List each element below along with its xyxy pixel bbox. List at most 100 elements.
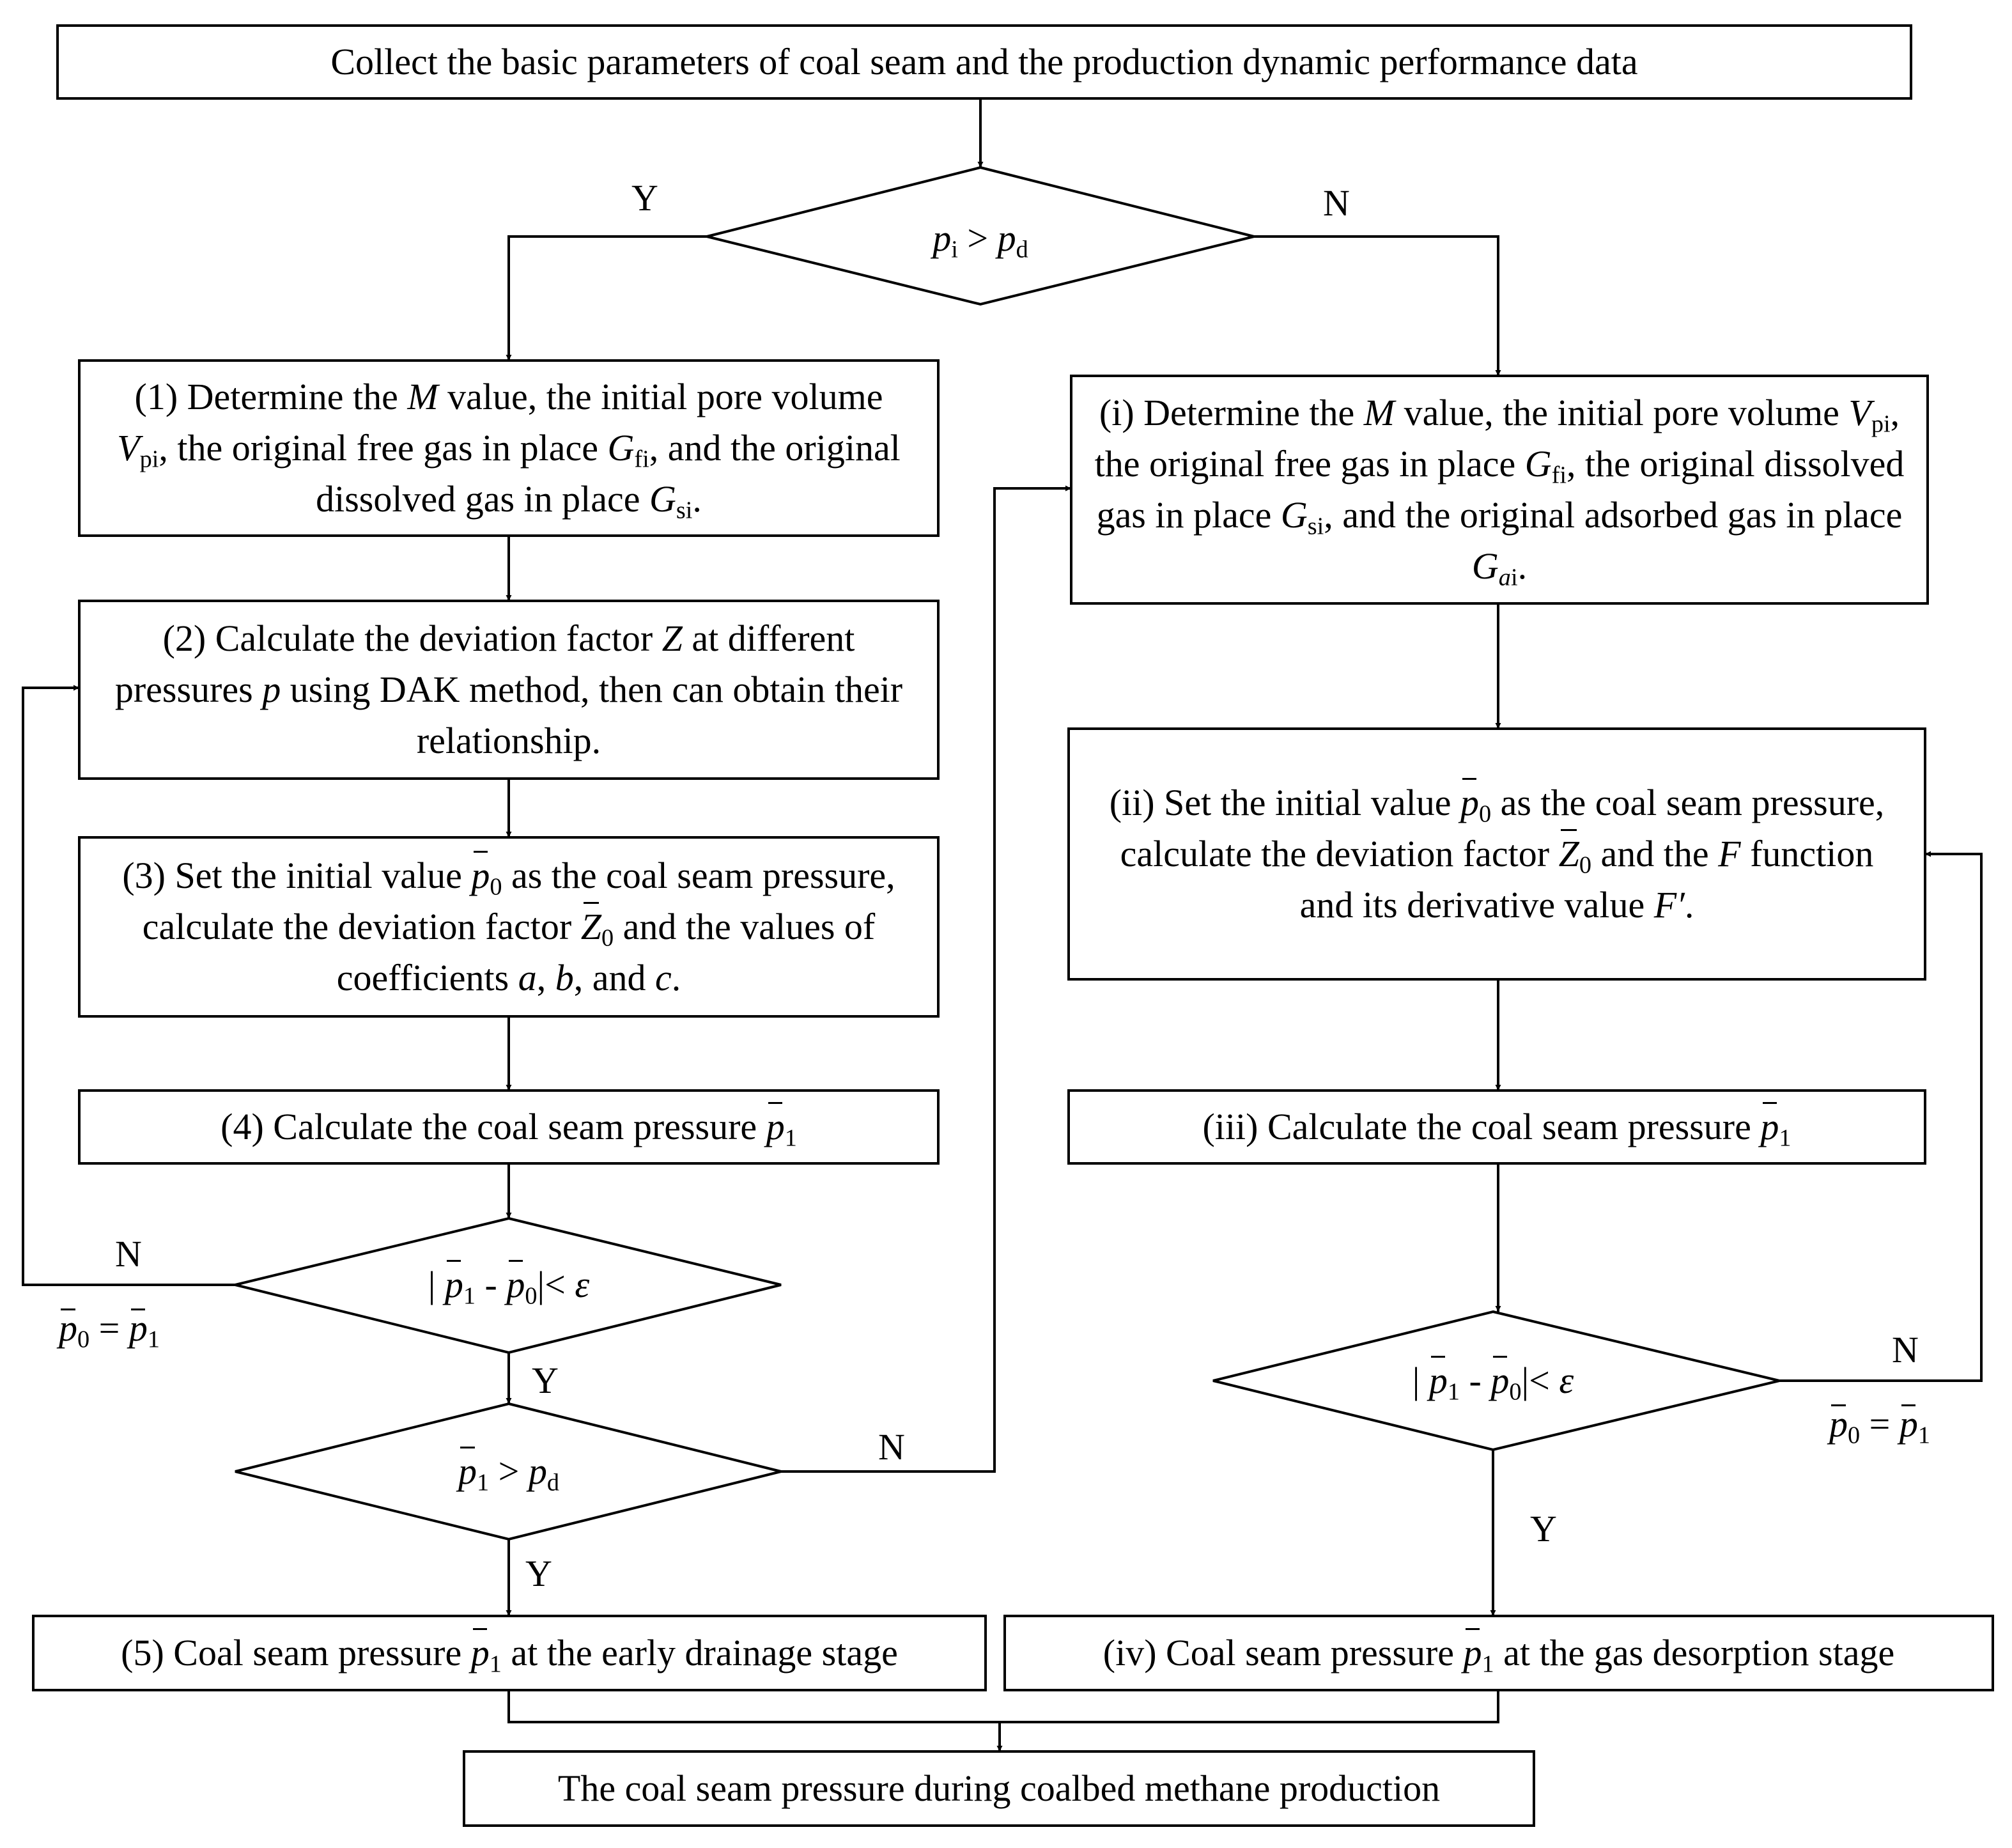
label-right-conv-no: N [1892,1329,1919,1370]
lk-pd-sub: d [546,1469,559,1496]
label-left-conv-no: N [115,1233,142,1275]
ls1-V: V [117,427,140,469]
ls1-e: . [692,478,702,520]
rc-eps: ε [1559,1360,1574,1401]
lr-b: at the early drainage stage [501,1632,898,1673]
ls2-a: (2) Calculate the deviation factor [162,617,662,659]
ra-eq: = [1860,1403,1900,1445]
label-main-yes: Y [631,177,658,219]
ls3-pbar-sub: 0 [490,873,502,901]
left-step3-box: (3) Set the initial value p0 as the coal… [79,837,938,1016]
ls3-b: as the coal seam pressure, calculate the… [142,855,895,947]
left-step2-box: (2) Calculate the deviation factor Z at … [79,601,938,779]
rc-bar: | [1412,1360,1420,1401]
lc-minus: - [476,1264,507,1305]
left-result-shape [32,1615,987,1691]
rs3-pbar-sub: 1 [1779,1124,1791,1152]
rs2-d: function and its derivative value [1299,833,1874,926]
ls1-M: M [407,376,438,417]
rs1-e: , and the original adsorbed gas in place [1324,494,1903,536]
ra-p0-sub: 0 [1848,1422,1861,1449]
edge-left-result-merge [507,1690,1499,1723]
rs2-Fp: F′ [1653,884,1685,926]
lc-p1-sub: 1 [463,1282,476,1310]
left-step4-box: (4) Calculate the coal seam pressure p1 [79,1091,938,1163]
ls4-pbar-sub: 1 [784,1124,797,1152]
label-left-check-no: N [878,1426,905,1468]
dm-lhs: p [932,217,952,259]
left-step1-box: (1) Determine the M value, the initial p… [79,361,938,536]
la-p1-sub: 1 [147,1326,160,1353]
ra-p1-sub: 1 [1917,1422,1930,1449]
dm-op: > [967,217,989,259]
ls2-b: at different pressures [114,617,855,710]
label-main-no: N [1323,182,1350,224]
rs2-e: . [1684,884,1694,926]
ls2-Z: Z [662,617,683,659]
ls3-cc: c [654,957,672,998]
rc-p1: p [1429,1355,1448,1406]
ls1-b: value, the initial pore volume [438,376,883,417]
end-box-shape [463,1750,1535,1827]
rs1-G2-sub: si [1307,513,1324,540]
dm-rhs: p [997,217,1016,259]
ls1-c: , the original free gas in place [159,427,608,469]
rs1-a: (i) Determine the [1099,392,1364,433]
rr-pbar: p [1464,1627,1482,1679]
rs2-zbar: Z [1559,828,1579,880]
rs1-b: value, the initial pore volume [1395,392,1849,433]
ls1-V-sub: pi [139,446,159,473]
ls3-sep1: , [536,957,555,998]
ls3-a: (3) Set the initial value [122,855,472,896]
rr-b: at the gas desorption stage [1494,1632,1895,1673]
lr-pbar-sub: 1 [489,1650,502,1678]
la-p0-sub: 0 [77,1326,90,1353]
la-eq: = [89,1307,129,1349]
ls1-G1: G [607,427,635,469]
ls3-zbar: Z [581,901,601,952]
ls3-zbar-sub: 0 [601,924,614,952]
lr-a: (5) Coal seam pressure [121,1632,471,1673]
rs3-pbar: p [1760,1101,1779,1153]
rs1-G3-sub-a: a [1498,564,1511,591]
right-result-box: (iv) Coal seam pressure p1 at the gas de… [1005,1616,1993,1690]
ls1-G1-sub: fi [634,446,649,473]
rs2-c: and the [1591,833,1719,874]
ls1-G2: G [649,478,676,520]
ls3-ca: a [518,957,537,998]
left-conv-label: | p1 - p0|< ε [345,1259,672,1310]
rs1-V: V [1848,392,1871,433]
rs1-c: , the original free gas in place [1094,392,1900,485]
lc-p0: p [506,1259,525,1310]
label-right-assign: p0 = p1 [1829,1403,1930,1448]
ls4-a: (4) Calculate the coal seam pressure [221,1106,766,1147]
ls2-c: using DAK method, then can obtain their … [281,669,903,761]
dm-lhs-sub: i [951,236,958,263]
label-right-conv-yes: Y [1530,1508,1557,1549]
rs1-d: , the original dissolved gas in place [1096,443,1905,536]
lc-p0-sub: 0 [525,1282,538,1310]
end-text: The coal seam pressure during coalbed me… [557,1767,1441,1809]
rs1-G1: G [1524,443,1552,485]
rc-p0: p [1490,1355,1509,1406]
right-result-shape [1003,1615,1994,1691]
lk-pd: p [528,1450,547,1492]
left-result-box: (5) Coal seam pressure p1 at the early d… [33,1616,986,1690]
rc-op: |< [1521,1360,1559,1401]
lc-bar: | [428,1264,436,1305]
rs1-G1-sub: fi [1551,462,1567,489]
rs1-G3-sub-b: i [1510,564,1518,591]
rs2-a: (ii) Set the initial value [1109,782,1460,823]
la-p1: p [128,1307,148,1349]
lc-op: |< [537,1264,575,1305]
left-check-label: p1 > pd [358,1447,660,1496]
right-step2-shape [1067,727,1926,981]
label-left-check-yes: Y [525,1553,552,1594]
ls2-p: p [262,669,281,710]
left-step3-shape [78,836,940,1018]
dm-rhs-sub: d [1016,236,1028,263]
rr-pbar-sub: 1 [1482,1650,1494,1678]
ls1-a: (1) Determine the [134,376,408,417]
rs3-a: (iii) Calculate the coal seam pressure [1202,1106,1761,1147]
rs2-pbar-sub: 0 [1478,800,1492,828]
